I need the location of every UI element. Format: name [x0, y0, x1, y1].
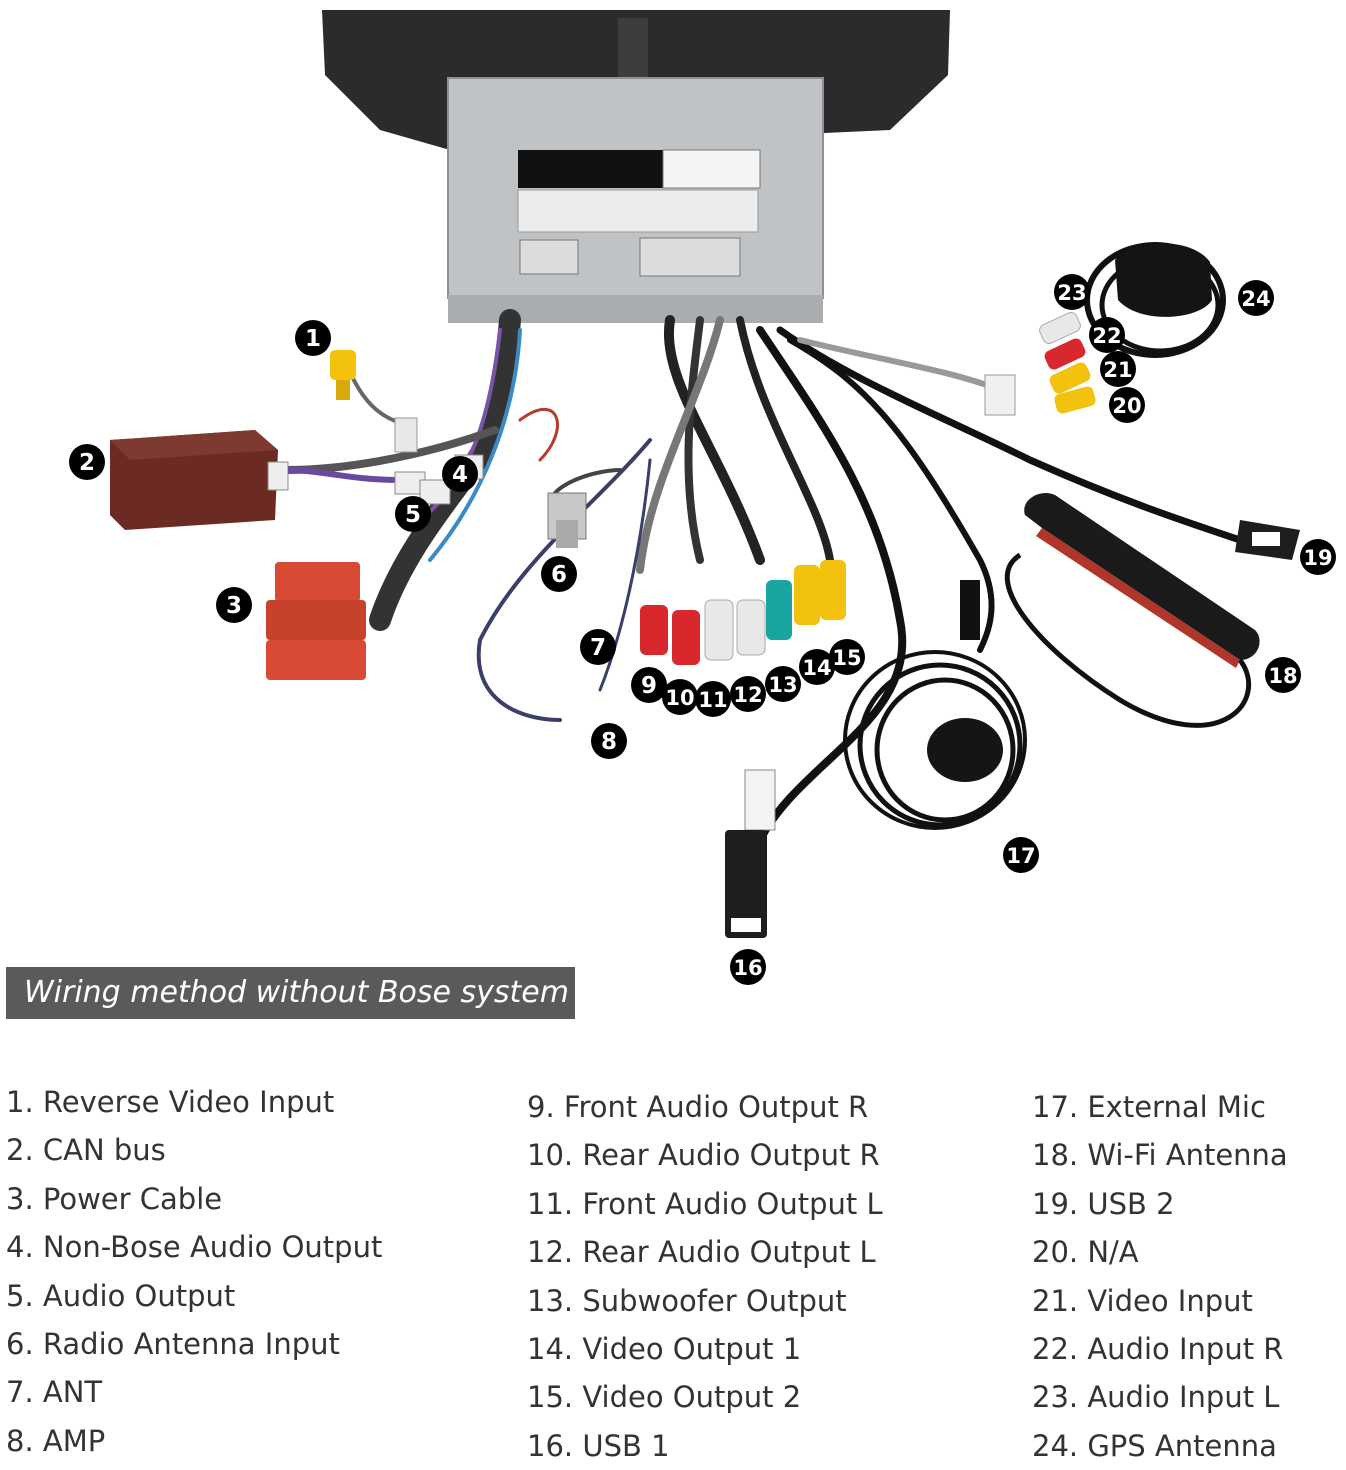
legend-item: 23. Audio Input L — [1032, 1380, 1280, 1415]
legend-item: 9. Front Audio Output R — [527, 1090, 869, 1124]
radio-antenna-adapter — [547, 492, 587, 548]
legend-item: 1. Reverse Video Input — [6, 1085, 335, 1119]
callout-badge-10: 10 — [662, 679, 698, 715]
legend-item: 21. Video Input — [1032, 1283, 1253, 1318]
callout-number: 19 — [1303, 546, 1332, 570]
reverse-video-rca — [330, 350, 418, 453]
callout-badge-2: 2 — [69, 444, 105, 480]
legend-item: 2. CAN bus — [6, 1133, 166, 1168]
rca-outputs — [640, 560, 846, 665]
callout-badge-24: 24 — [1238, 280, 1274, 316]
callout-badge-17: 17 — [1003, 837, 1039, 873]
callout-number: 17 — [1006, 844, 1035, 868]
callout-badge-23: 23 — [1054, 274, 1090, 310]
callout-badge-9: 9 — [631, 667, 667, 703]
callout-number: 20 — [1112, 394, 1141, 418]
legend-item: 7. ANT — [6, 1375, 103, 1410]
legend-item: 24. GPS Antenna — [1032, 1428, 1277, 1463]
callout-number: 1 — [305, 326, 321, 352]
usb1-connector — [725, 769, 776, 938]
callout-badge-21: 21 — [1100, 351, 1136, 387]
harness-cables — [281, 309, 1244, 844]
callout-badge-1: 1 — [295, 320, 331, 356]
legend-item: 12. Rear Audio Output L — [527, 1235, 876, 1270]
usb2-connector — [1235, 520, 1300, 560]
callout-number: 23 — [1057, 281, 1086, 305]
callout-number: 21 — [1103, 358, 1132, 382]
callout-badge-4: 4 — [442, 456, 478, 492]
callout-number: 11 — [698, 688, 727, 712]
legend-item: 10. Rear Audio Output R — [527, 1138, 880, 1173]
callout-badge-7: 7 — [580, 629, 616, 665]
section-title: Wiring method without Bose system — [6, 967, 575, 1019]
callout-number: 7 — [590, 635, 606, 661]
legend-item: 22. Audio Input R — [1032, 1331, 1284, 1366]
callout-badge-19: 19 — [1300, 539, 1336, 575]
wifi-antenna — [1005, 492, 1260, 728]
callout-badge-11: 11 — [695, 681, 731, 717]
callout-badge-8: 8 — [591, 723, 627, 759]
legend-column-1: 1. Reverse Video Input 2. CAN bus 3. Pow… — [6, 1078, 382, 1465]
callout-number: 2 — [79, 450, 95, 476]
callout-badge-12: 12 — [730, 676, 766, 712]
power-cable-connector — [266, 562, 366, 680]
callout-badge-18: 18 — [1265, 657, 1301, 693]
callout-number: 10 — [665, 686, 694, 710]
callout-badge-16: 16 — [730, 949, 766, 985]
callout-number: 18 — [1268, 664, 1297, 688]
legend-item: 18. Wi-Fi Antenna — [1032, 1138, 1288, 1173]
legend-item: 5. Audio Output — [6, 1278, 236, 1313]
legend-item: 3. Power Cable — [6, 1181, 223, 1216]
legend-item: 19. USB 2 — [1032, 1186, 1175, 1221]
callout-number: 16 — [733, 956, 762, 980]
callout-number: 14 — [802, 656, 831, 680]
legend-item: 8. AMP — [6, 1423, 106, 1458]
callout-number: 13 — [768, 673, 797, 697]
callout-number: 15 — [832, 646, 861, 670]
callout-number: 3 — [226, 593, 242, 619]
callout-number: 9 — [641, 673, 657, 699]
callout-number: 8 — [601, 729, 617, 755]
callout-number: 22 — [1092, 324, 1121, 348]
can-bus-box — [110, 430, 426, 530]
callout-number: 12 — [733, 683, 762, 707]
callout-badge-15: 15 — [829, 639, 865, 675]
callout-number: 6 — [551, 562, 567, 588]
callout-badge-6: 6 — [541, 556, 577, 592]
callout-badge-22: 22 — [1089, 317, 1125, 353]
head-unit — [322, 10, 950, 323]
legend-item: 16. USB 1 — [527, 1428, 670, 1463]
legend-item: 14. Video Output 1 — [527, 1331, 802, 1366]
rca-inputs — [984, 311, 1096, 416]
callout-number: 24 — [1241, 287, 1270, 311]
callout-badge-3: 3 — [216, 587, 252, 623]
legend-item: 13. Subwoofer Output — [527, 1283, 847, 1318]
callout-badge-14: 14 — [799, 649, 835, 685]
legend-item: 20. N/A — [1032, 1235, 1139, 1270]
legend-item: 17. External Mic — [1032, 1090, 1266, 1124]
legend-column-3: 17. External Mic 18. Wi-Fi Antenna 19. U… — [1032, 1083, 1288, 1470]
legend-item: 11. Front Audio Output L — [527, 1186, 883, 1221]
callout-badge-20: 20 — [1109, 387, 1145, 423]
callout-number: 5 — [405, 502, 421, 528]
external-mic — [843, 580, 1027, 830]
callout-badge-5: 5 — [395, 496, 431, 532]
legend-item: 15. Video Output 2 — [527, 1380, 802, 1415]
legend-item: 4. Non-Bose Audio Output — [6, 1230, 383, 1265]
legend-column-2: 9. Front Audio Output R 10. Rear Audio O… — [527, 1083, 883, 1470]
callout-number: 4 — [452, 462, 468, 488]
callout-badge-13: 13 — [765, 666, 801, 702]
legend-item: 6. Radio Antenna Input — [6, 1326, 340, 1361]
